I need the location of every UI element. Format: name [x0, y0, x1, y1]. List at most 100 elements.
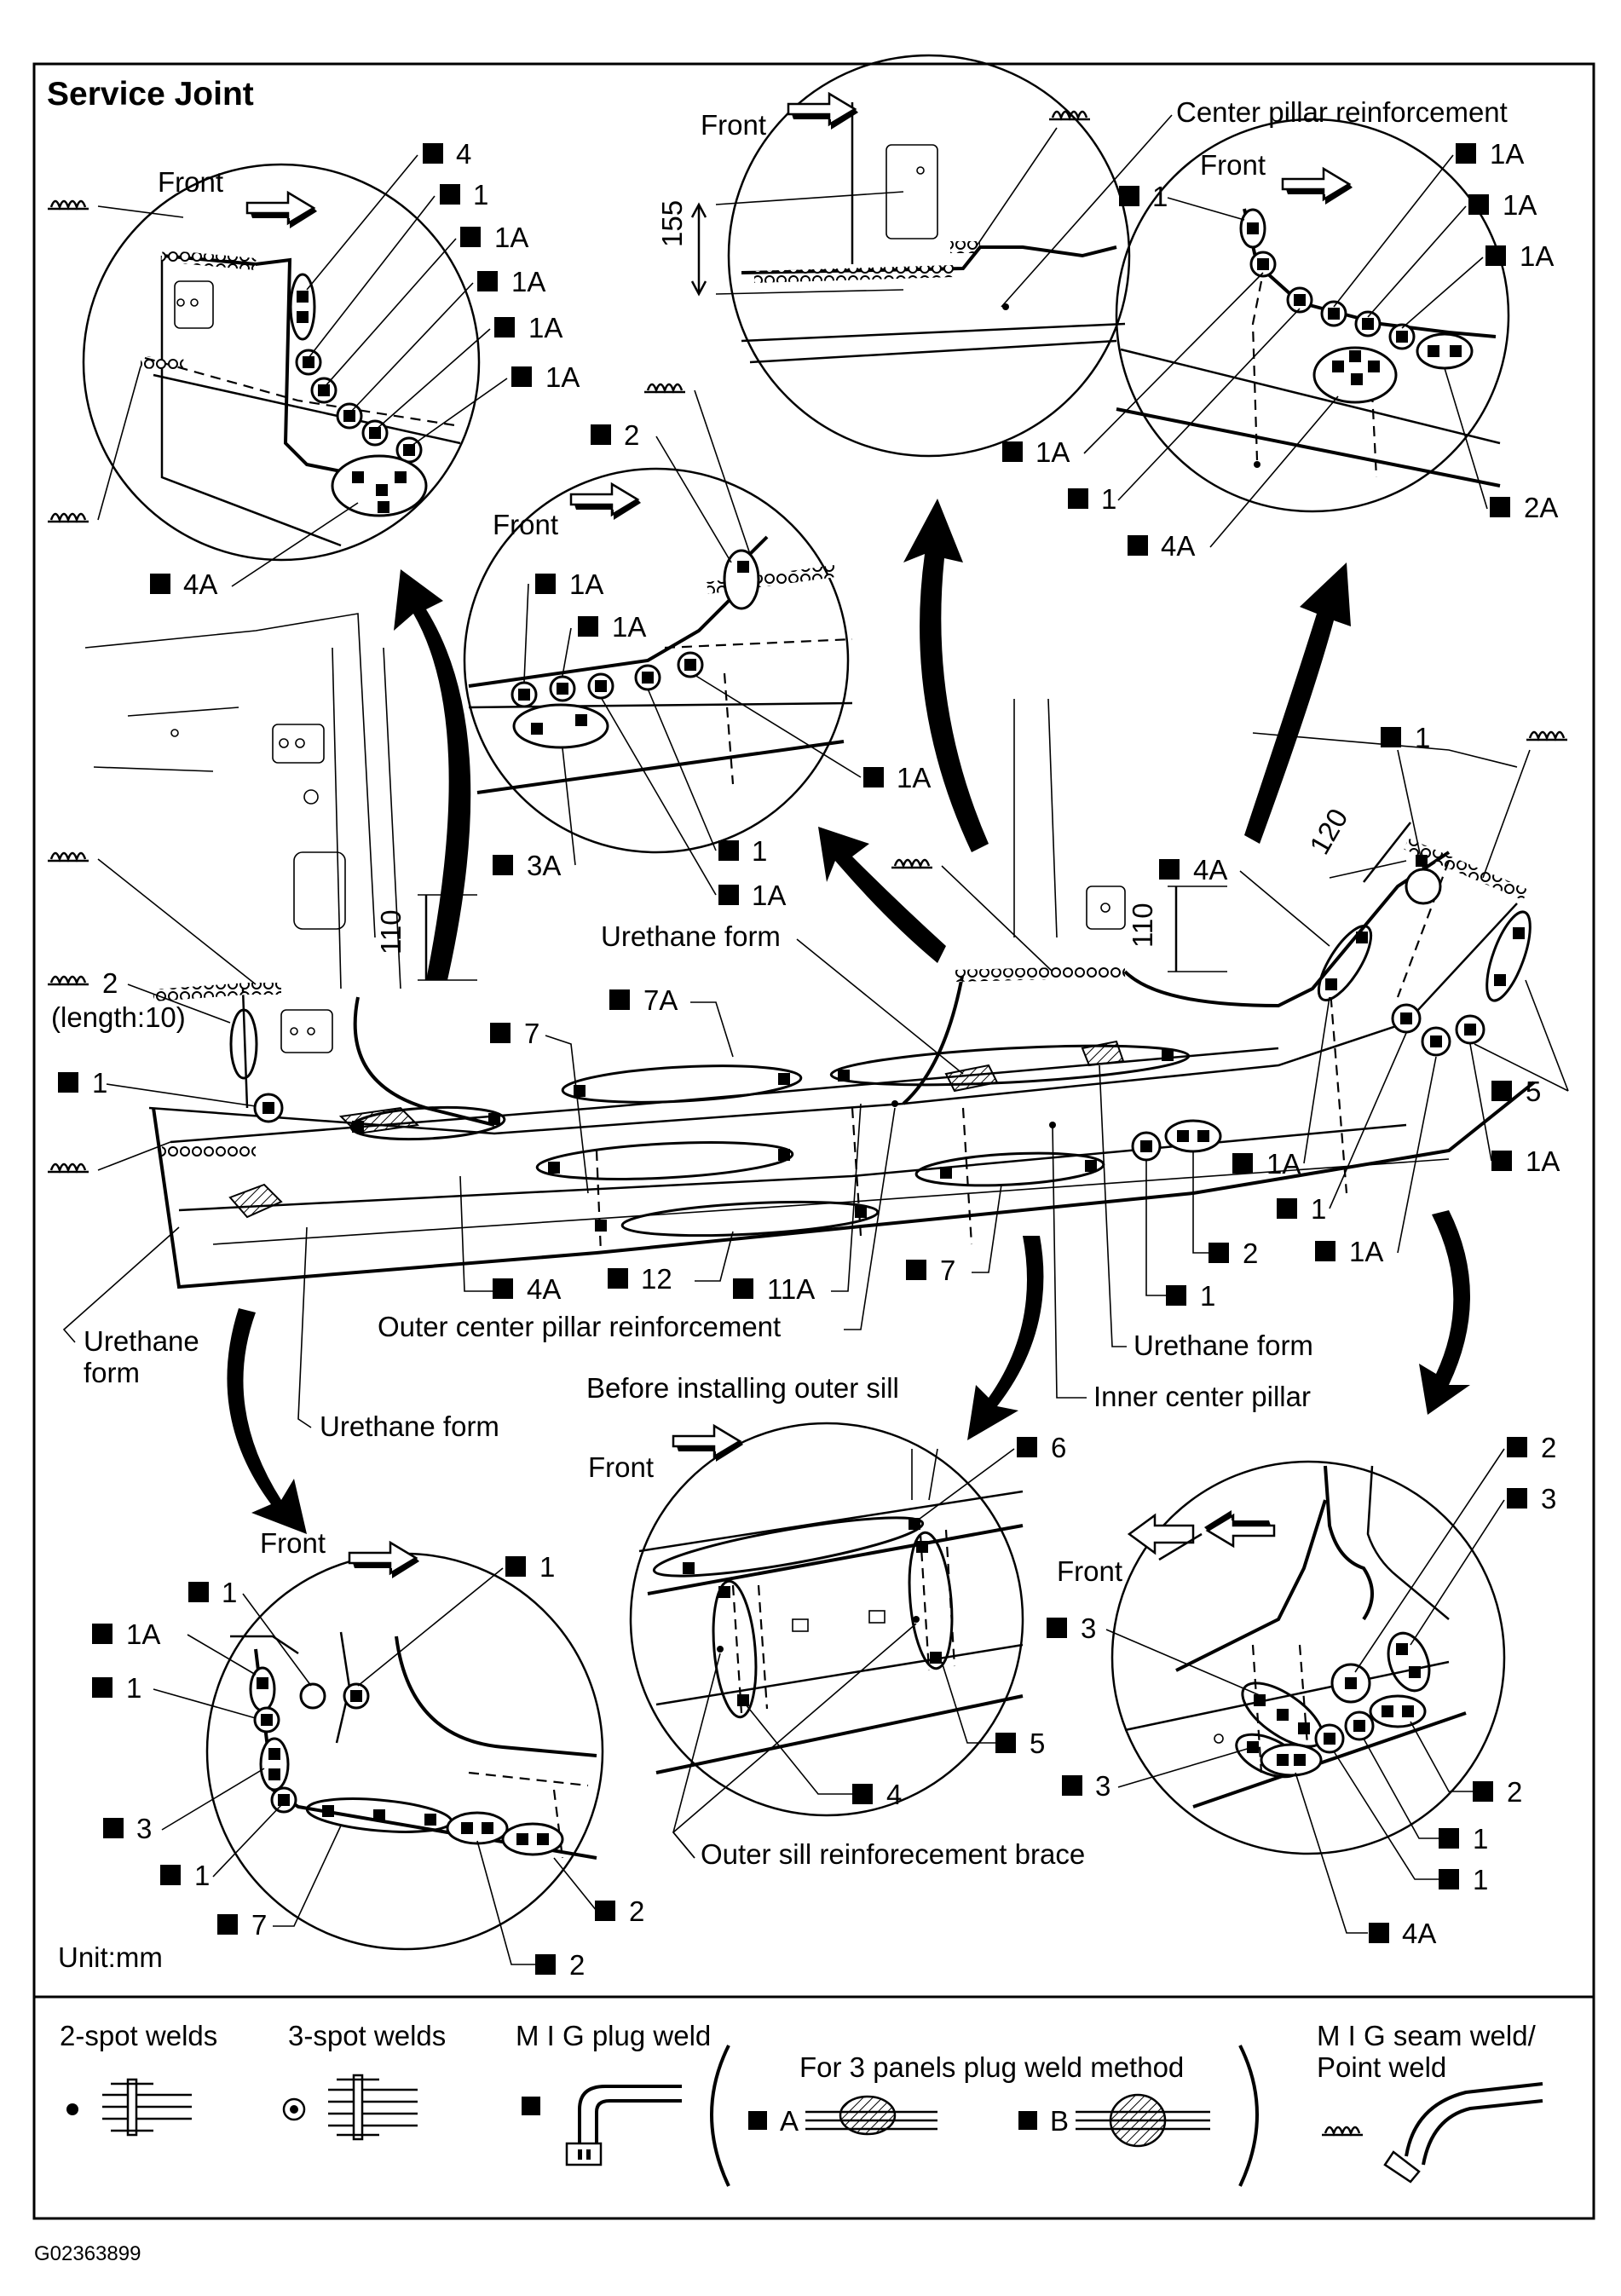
- svg-text:3: 3: [136, 1813, 152, 1844]
- svg-text:11A: 11A: [767, 1273, 815, 1305]
- curved-arrows: [227, 499, 1470, 1534]
- svg-text:4A: 4A: [1402, 1918, 1436, 1949]
- svg-text:4A: 4A: [183, 568, 217, 600]
- svg-text:3A: 3A: [527, 850, 561, 881]
- svg-text:1: 1: [1200, 1280, 1215, 1312]
- svg-text:4A: 4A: [1161, 530, 1195, 562]
- labels-top-left: Front 4 1 1A 1A 1A 1A 4A: [46, 138, 580, 600]
- svg-text:1: 1: [473, 179, 488, 211]
- svg-text:Front: Front: [1057, 1555, 1122, 1587]
- detail-bottom-right: [1110, 1460, 1506, 1855]
- svg-text:4: 4: [886, 1779, 902, 1810]
- svg-text:1A: 1A: [1490, 138, 1524, 170]
- detail-top-left: [82, 163, 481, 562]
- svg-text:Front: Front: [701, 109, 766, 141]
- svg-text:110: 110: [375, 909, 407, 955]
- svg-text:7: 7: [940, 1255, 955, 1286]
- svg-text:1A: 1A: [752, 880, 786, 911]
- svg-text:form: form: [84, 1357, 140, 1388]
- svg-text:1A: 1A: [897, 762, 931, 793]
- svg-text:1: 1: [194, 1860, 210, 1891]
- svg-text:2: 2: [1243, 1237, 1258, 1269]
- legend-three-panels-label: For 3 panels plug weld method: [799, 2051, 1184, 2083]
- svg-text:A: A: [780, 2105, 799, 2137]
- svg-text:110: 110: [1127, 903, 1158, 948]
- legend-mig-seam-label-1: M I G seam weld/: [1317, 2020, 1537, 2051]
- svg-text:4A: 4A: [1193, 854, 1227, 886]
- svg-text:7: 7: [524, 1018, 539, 1049]
- svg-text:Front: Front: [158, 166, 223, 198]
- svg-text:2: 2: [629, 1895, 644, 1927]
- svg-text:2: 2: [1507, 1776, 1522, 1808]
- method-a-icon: A: [748, 2095, 937, 2137]
- figure-code: G02363899: [34, 2242, 141, 2265]
- legend: 2-spot welds 3-spot welds M I G plug wel…: [60, 2020, 1543, 2187]
- svg-text:1: 1: [1415, 722, 1430, 753]
- svg-text:1A: 1A: [1503, 189, 1537, 221]
- labels-bottom-center: Front 6 5 4 Outer sill reinforecement br…: [588, 1432, 1085, 1870]
- svg-text:1: 1: [222, 1577, 237, 1608]
- svg-text:2: 2: [569, 1949, 585, 1981]
- svg-text:3: 3: [1095, 1770, 1110, 1802]
- svg-text:1: 1: [1152, 181, 1168, 212]
- legend-mig-seam-label-2: Point weld: [1317, 2051, 1446, 2083]
- svg-text:1A: 1A: [1349, 1236, 1383, 1267]
- svg-text:5: 5: [1030, 1728, 1045, 1759]
- svg-text:7A: 7A: [643, 984, 678, 1016]
- detail-middle: [463, 467, 853, 854]
- outer-frame: [32, 62, 1595, 2220]
- detail-bottom-left: [205, 1541, 604, 1951]
- svg-text:1: 1: [126, 1672, 141, 1704]
- svg-text:Front: Front: [1200, 149, 1266, 181]
- svg-text:1A: 1A: [1035, 436, 1070, 468]
- svg-text:2: 2: [624, 419, 639, 451]
- svg-text:1: 1: [1473, 1864, 1488, 1895]
- svg-text:3: 3: [1081, 1612, 1096, 1644]
- svg-text:12: 12: [641, 1263, 672, 1295]
- labels-bottom-right: Front 2 3 3 3 2 1 1 4A: [1047, 1432, 1556, 1949]
- svg-text:Urethane: Urethane: [84, 1325, 199, 1357]
- legend-mig-plug-label: M I G plug weld: [516, 2020, 711, 2051]
- method-b-icon: B: [1018, 2093, 1210, 2148]
- svg-text:6: 6: [1051, 1432, 1066, 1463]
- svg-text:Urethane form: Urethane form: [601, 920, 781, 952]
- labels-main: 110 110 120 2 (length:10) 1 Urethane for…: [46, 722, 1569, 1442]
- mig-seam-weld-icon: [1320, 2082, 1543, 2184]
- svg-text:Outer sill reinforecement brac: Outer sill reinforecement brace: [701, 1838, 1085, 1870]
- svg-text:Inner center pillar: Inner center pillar: [1093, 1381, 1311, 1412]
- svg-text:1A: 1A: [494, 222, 528, 253]
- three-panel-method-bracket: [710, 2045, 1259, 2187]
- legend-three-spot-label: 3-spot welds: [288, 2020, 446, 2051]
- svg-text:Front: Front: [260, 1527, 326, 1559]
- svg-text:2A: 2A: [1524, 492, 1558, 523]
- svg-text:Unit:mm: Unit:mm: [58, 1941, 163, 1973]
- svg-text:2: 2: [102, 967, 118, 999]
- svg-text:1A: 1A: [612, 611, 646, 643]
- labels-bottom-left: Front 1 1 1A 1 3 1 7 2 2 Unit:mm: [58, 1527, 644, 1981]
- svg-text:Urethane form: Urethane form: [1134, 1330, 1313, 1361]
- svg-text:1: 1: [92, 1067, 107, 1099]
- svg-text:1: 1: [1473, 1823, 1488, 1855]
- svg-text:1: 1: [539, 1551, 555, 1583]
- detail-top-center: [690, 54, 1131, 458]
- svg-text:1A: 1A: [511, 266, 545, 297]
- svg-text:Front: Front: [493, 509, 558, 540]
- svg-text:1A: 1A: [1266, 1148, 1301, 1180]
- svg-text:1A: 1A: [528, 312, 562, 343]
- svg-text:1: 1: [752, 835, 767, 867]
- detail-top-right: [1115, 118, 1510, 513]
- svg-text:Before installing outer sill: Before installing outer sill: [586, 1372, 899, 1404]
- svg-text:Urethane form: Urethane form: [320, 1410, 499, 1442]
- svg-text:1: 1: [1101, 483, 1116, 515]
- svg-text:120: 120: [1303, 803, 1354, 859]
- labels-top-right: Front 1 1A 1A 1A 1A 1 4A 2A: [1002, 138, 1558, 562]
- labels-top-center: 155 Front Center pillar reinforcement: [656, 92, 1508, 308]
- svg-text:Front: Front: [588, 1451, 654, 1483]
- main-sill-assembly: [84, 613, 1536, 1289]
- svg-text:1A: 1A: [126, 1618, 160, 1650]
- svg-text:3: 3: [1541, 1483, 1556, 1514]
- mig-plug-weld-icon: [522, 2085, 682, 2166]
- three-spot-weld-icon: [282, 2074, 418, 2141]
- detail-bottom-center: [629, 1422, 1024, 1817]
